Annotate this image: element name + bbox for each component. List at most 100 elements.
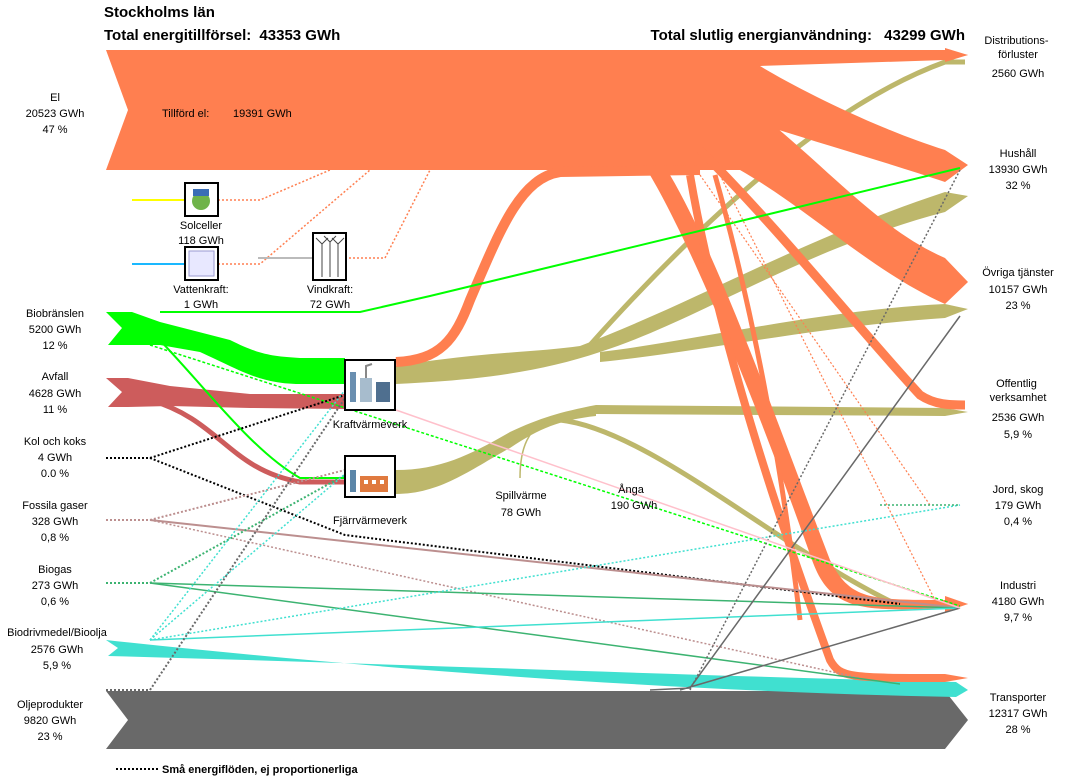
sink-jord-label: Jord, skog — [993, 484, 1044, 496]
sink-ovriga: Övriga tjänster 10157 GWh 23 % — [982, 267, 1054, 312]
flow-vatten-feed — [218, 169, 371, 265]
source-bio-pct: 12 % — [42, 340, 67, 352]
sink-offentlig-value: 2536 GWh — [992, 412, 1045, 424]
flow-gas-line3 — [149, 519, 861, 679]
source-avfall-value: 4628 GWh — [29, 388, 82, 400]
sink-offentlig-label-line2: verksamhet — [990, 392, 1047, 404]
solceller-label: Solceller — [180, 220, 223, 232]
source-el: El 20523 GWh 47 % — [26, 92, 85, 136]
flow-kol-line2 — [149, 457, 901, 605]
source-bio-value: 5200 GWh — [29, 324, 82, 336]
sink-jord-pct: 0,4 % — [1004, 516, 1032, 528]
anga-label: Ånga — [618, 483, 645, 496]
sink-offentlig-label-line1: Offentlig — [996, 378, 1037, 390]
kraftvarme-label: Kraftvärmeverk — [333, 419, 408, 431]
solceller-value: 118 GWh — [178, 235, 224, 247]
intermediate-labels: Tillförd el: 19391 GWh Solceller 118 GWh… — [162, 108, 657, 527]
tillford-el-value: 19391 GWh — [233, 108, 292, 120]
flow-fjarrvarme-industri — [559, 417, 902, 609]
vindkraft-node — [312, 232, 347, 281]
flow-bio-industri — [149, 344, 961, 607]
sink-industri-value: 4180 GWh — [992, 596, 1045, 608]
sink-transport: Transporter 12317 GWh 28 % — [989, 692, 1048, 736]
flow-el-kraftvarme — [395, 165, 701, 367]
sink-hushall: Hushåll 13930 GWh 32 % — [989, 148, 1048, 192]
use-total-value: 43299 GWh — [884, 27, 965, 44]
flow-biodriv-transport — [106, 640, 968, 697]
source-olja-pct: 23 % — [37, 731, 62, 743]
source-kol-pct: 0.0 % — [41, 468, 69, 480]
vindkraft-value: 72 GWh — [310, 299, 350, 311]
flow-kraftvarme-offentlig — [596, 405, 968, 416]
flow-sol-feed — [218, 169, 331, 201]
source-olja-label: Oljeprodukter — [17, 699, 83, 711]
small-flows — [106, 167, 961, 691]
source-bio: Biobränslen 5200 GWh 12 % — [26, 308, 84, 352]
flow-bio-kraftvarme — [106, 312, 345, 384]
sink-ovriga-pct: 23 % — [1005, 300, 1030, 312]
supply-title-label: Total energitillförsel: — [104, 27, 251, 44]
sink-labels: Distributions- förluster 2560 GWh Hushål… — [982, 35, 1054, 736]
source-labels: El 20523 GWh 47 % Biobränslen 5200 GWh 1… — [7, 92, 108, 743]
sink-arrow-transport — [945, 674, 968, 682]
flow-olja-line4 — [689, 169, 961, 691]
sink-offentlig-label: Offentlig verksamhet — [990, 378, 1047, 404]
flow-avfall-fjarrvarme — [149, 397, 345, 485]
flow-anga — [395, 409, 961, 609]
source-el-label: El — [50, 92, 60, 104]
vindkraft-label: Vindkraft: — [307, 284, 353, 296]
source-el-pct: 47 % — [42, 124, 67, 136]
source-biogas-pct: 0,6 % — [41, 596, 69, 608]
flow-el-transport — [686, 174, 946, 682]
use-title-label: Total slutlig energianvändning: — [651, 27, 872, 44]
flow-olja-line3 — [679, 607, 961, 691]
major-flows — [106, 48, 968, 749]
flow-kraftvarme-hushall — [396, 192, 968, 384]
anga-value: 190 GWh — [611, 500, 657, 512]
flow-spillvarme — [519, 419, 561, 479]
solar-globe-icon — [192, 192, 210, 210]
tillford-el-label: Tillförd el: — [162, 108, 209, 120]
flow-el-jord — [699, 174, 931, 506]
source-biodriv-pct: 5,9 % — [43, 660, 71, 672]
solceller-node — [184, 182, 219, 217]
source-avfall-label: Avfall — [42, 371, 69, 383]
flow-el-main — [106, 50, 968, 304]
source-gas-label: Fossila gaser — [22, 500, 88, 512]
chart-header: Stockholms län Total energitillförsel: 4… — [104, 4, 965, 44]
flow-olja-line1 — [106, 397, 346, 691]
flow-el-dist-dotted — [719, 174, 936, 601]
vattenkraft-node — [184, 246, 219, 281]
sink-transport-value: 12317 GWh — [989, 708, 1048, 720]
flow-el-industri — [650, 175, 968, 610]
spillvarme-value: 78 GWh — [501, 507, 541, 519]
kraftvarme-node — [344, 359, 396, 411]
source-kol-value: 4 GWh — [38, 452, 72, 464]
vattenkraft-value: 1 GWh — [184, 299, 218, 311]
sink-transport-label: Transporter — [990, 692, 1047, 704]
source-biogas-label: Biogas — [38, 564, 72, 576]
sink-hushall-pct: 32 % — [1005, 180, 1030, 192]
source-gas-value: 328 GWh — [32, 516, 78, 528]
source-avfall: Avfall 4628 GWh 11 % — [29, 371, 82, 416]
flow-fjarrvarme-out — [396, 405, 596, 494]
source-kol-label: Kol och koks — [24, 436, 87, 448]
source-olja-value: 9820 GWh — [24, 715, 77, 727]
flow-olja-line2 — [649, 315, 961, 691]
flow-vind-feed — [345, 169, 431, 259]
sink-transport-pct: 28 % — [1005, 724, 1030, 736]
source-biodriv-value: 2576 GWh — [31, 644, 84, 656]
sink-offentlig: Offentlig verksamhet 2536 GWh 5,9 % — [990, 378, 1047, 441]
spillvarme-label: Spillvärme — [495, 490, 546, 502]
sink-arrow-dist — [945, 48, 968, 62]
footnote-legend: Små energiflöden, ej proportionerliga — [116, 764, 358, 776]
flow-el-small — [712, 174, 803, 621]
vattenkraft-label: Vattenkraft: — [173, 284, 228, 296]
source-biodriv-label: Biodrivmedel/Bioolja — [7, 627, 108, 639]
source-biogas: Biogas 273 GWh 0,6 % — [32, 564, 78, 608]
sink-hushall-label: Hushåll — [1000, 148, 1037, 160]
source-biodriv: Biodrivmedel/Bioolja 2576 GWh 5,9 % — [7, 627, 108, 672]
source-olja: Oljeprodukter 9820 GWh 23 % — [17, 699, 83, 743]
flow-biogas-line2 — [149, 582, 961, 609]
